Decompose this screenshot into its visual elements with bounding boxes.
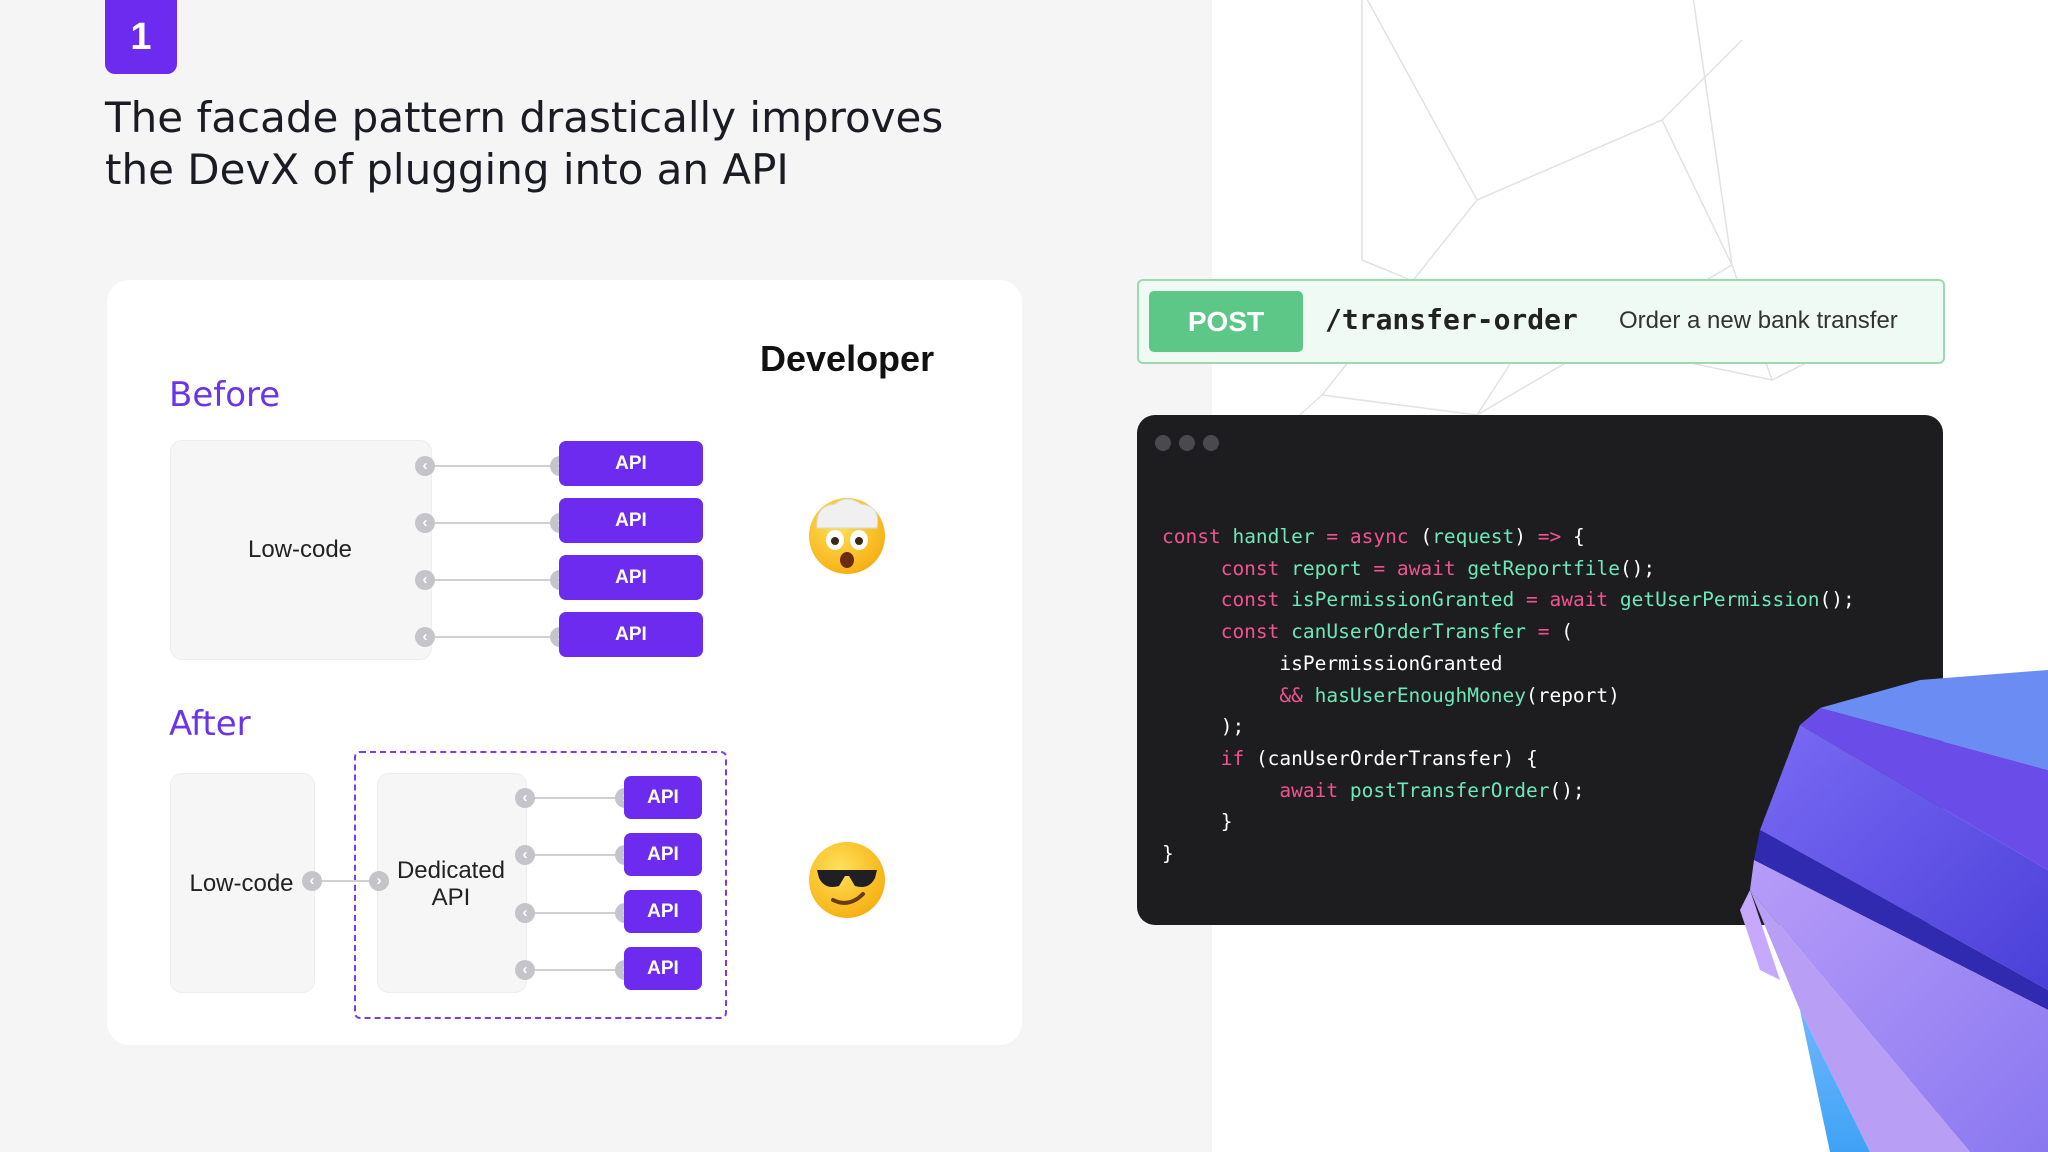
code-line: isPermissionGranted <box>1279 651 1503 675</box>
diagram-card: Before Low-code ‹ › API ‹ › API ‹ › API … <box>107 280 1022 1045</box>
after-low-code-label: Low-code <box>189 870 294 897</box>
exploding-head-emoji <box>809 498 885 574</box>
code-line: && hasUserEnoughMoney(report) <box>1279 683 1620 707</box>
facade-dashed-boundary <box>354 751 727 1019</box>
api-pill: API <box>624 833 702 876</box>
after-low-code-box <box>170 773 315 993</box>
endpoint-description: Order a new bank transfer <box>1619 307 1898 334</box>
window-maximize-dot <box>1203 435 1219 451</box>
after-label: After <box>169 704 251 744</box>
api-pill: API <box>559 555 703 600</box>
code-line: } <box>1162 842 1174 866</box>
code-line: } <box>1220 810 1233 834</box>
chevron-left-icon: ‹ <box>515 960 535 980</box>
api-pill: API <box>624 776 702 819</box>
connector-line <box>425 465 560 467</box>
endpoint-bar: POST /transfer-order Order a new bank tr… <box>1137 279 1945 364</box>
api-pill: API <box>624 890 702 933</box>
connector-line <box>425 579 560 581</box>
window-close-dot <box>1155 435 1171 451</box>
connector-line <box>525 912 625 914</box>
window-minimize-dot <box>1179 435 1195 451</box>
chevron-left-icon: ‹ <box>415 513 435 533</box>
code-line: ); <box>1220 715 1245 739</box>
chevron-left-icon: ‹ <box>515 845 535 865</box>
code-line: if (canUserOrderTransfer) { <box>1220 746 1538 770</box>
api-pill: API <box>624 947 702 990</box>
endpoint-path: /transfer-order <box>1325 303 1578 336</box>
chevron-left-icon: ‹ <box>515 788 535 808</box>
before-low-code-box <box>170 440 432 660</box>
code-line: const isPermissionGranted = await getUse… <box>1220 588 1855 612</box>
sunglasses-emoji <box>809 842 885 918</box>
before-low-code-label: Low-code <box>247 536 353 563</box>
chevron-left-icon: ‹ <box>415 570 435 590</box>
slide-title: The facade pattern drastically improves … <box>105 92 1005 196</box>
dedicated-api-box <box>377 773 527 993</box>
chevron-left-icon: ‹ <box>415 456 435 476</box>
code-line: await postTransferOrder(); <box>1279 778 1585 802</box>
slide-title-line-1: The facade pattern drastically improves <box>105 93 944 142</box>
api-pill: API <box>559 612 703 657</box>
dedicated-api-label-line-1: Dedicated <box>396 857 506 884</box>
chevron-left-icon: ‹ <box>302 871 322 891</box>
code-line: const canUserOrderTransfer = ( <box>1220 620 1573 644</box>
decorative-gem-graphic <box>1740 670 2048 1152</box>
api-pill: API <box>559 498 703 543</box>
connector-line <box>525 854 625 856</box>
http-method-badge: POST <box>1149 291 1303 352</box>
code-line: const report = await getReportfile(); <box>1220 556 1656 580</box>
connector-line <box>425 636 560 638</box>
chevron-right-icon: › <box>369 871 389 891</box>
code-line: const handler = async (request) => { <box>1162 525 1585 548</box>
chevron-left-icon: ‹ <box>415 627 435 647</box>
connector-line <box>525 969 625 971</box>
chevron-left-icon: ‹ <box>515 903 535 923</box>
dedicated-api-label: Dedicated API <box>377 857 525 911</box>
connector-line <box>525 797 625 799</box>
connector-line <box>425 522 560 524</box>
connector-line <box>312 880 385 882</box>
slide-number-badge: 1 <box>105 0 177 74</box>
developer-label: Developer <box>760 338 935 379</box>
code-block: const handler = async (request) => { con… <box>1162 521 1855 870</box>
dedicated-api-label-line-2: API <box>431 884 471 911</box>
api-pill: API <box>559 441 703 486</box>
before-label: Before <box>169 375 281 415</box>
slide-title-line-2: the DevX of plugging into an API <box>105 145 789 194</box>
